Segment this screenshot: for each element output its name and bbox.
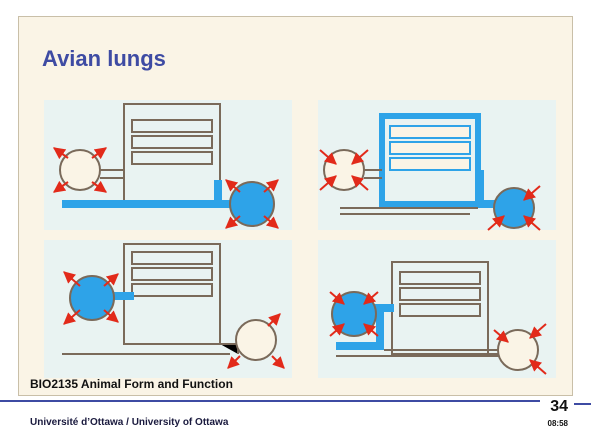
airflow-trachea	[376, 304, 384, 350]
slide-number: 34	[550, 398, 568, 415]
parabronchus	[399, 287, 481, 301]
course-title: BIO2135 Animal Form and Function	[30, 377, 233, 391]
university-name: Université d’Ottawa / University of Otta…	[30, 417, 229, 428]
pressure-arrows	[319, 149, 541, 231]
parabronchus	[399, 271, 481, 285]
parabronchus	[131, 135, 213, 149]
footer-divider-right	[574, 403, 591, 405]
airflow-bronchus	[336, 342, 384, 350]
anterior-air-sac	[323, 149, 365, 191]
parabronchus	[389, 141, 471, 155]
pressure-arrows	[53, 147, 279, 229]
posterior-air-sac	[493, 187, 535, 229]
diagram-exhalation-2	[318, 240, 556, 378]
parabronchus	[131, 119, 213, 133]
airflow-exit	[476, 170, 484, 208]
parabronchus	[131, 267, 213, 281]
parabronchus	[389, 157, 471, 171]
parabronchus	[131, 251, 213, 265]
posterior-air-sac	[235, 319, 277, 361]
parabronchus	[131, 151, 213, 165]
parabronchus	[399, 303, 481, 317]
sac-connector	[100, 169, 124, 179]
posterior-air-sac	[229, 181, 275, 227]
slide-time: 08:58	[547, 419, 568, 428]
parabronchus	[389, 125, 471, 139]
parabronchus	[131, 283, 213, 297]
pressure-arrows	[329, 291, 547, 375]
lung-block-filled	[379, 113, 481, 207]
airflow-bronchus	[62, 200, 248, 208]
diagram-exhalation-1	[318, 100, 556, 231]
bronchus-line	[340, 207, 478, 215]
pressure-arrows	[63, 271, 285, 369]
diagram-inhalation-1	[44, 100, 292, 230]
anterior-air-sac	[69, 275, 115, 321]
airflow-entry	[214, 180, 222, 204]
diagram-inhalation-2	[44, 240, 292, 378]
sac-connector	[364, 169, 382, 179]
airflow-entry	[108, 292, 134, 300]
footer-divider	[0, 400, 540, 402]
slide-title: Avian lungs	[42, 46, 166, 71]
